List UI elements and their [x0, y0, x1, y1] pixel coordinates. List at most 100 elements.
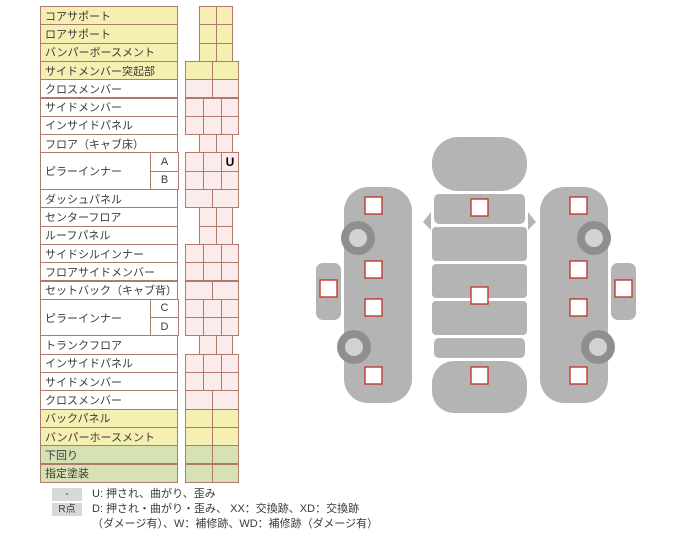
damage-cell[interactable] — [216, 6, 233, 26]
damage-cell[interactable] — [216, 24, 233, 44]
damage-cell[interactable] — [199, 24, 217, 44]
part-label: コアサポート — [40, 6, 178, 26]
damage-cell[interactable] — [199, 225, 217, 245]
damage-cell[interactable] — [185, 408, 213, 428]
damage-cell[interactable] — [221, 262, 239, 282]
part-label: セットバック（キャブ背） — [40, 280, 178, 300]
damage-cell[interactable] — [212, 463, 239, 483]
damage-cell[interactable] — [212, 390, 239, 410]
damage-cell[interactable] — [203, 372, 222, 392]
legend-text-d: D: 押され・曲がり・歪み、 XX：交換跡、XD：交換跡 — [92, 503, 360, 515]
damage-checkbox-left-front[interactable] — [364, 196, 383, 215]
damage-cell[interactable] — [212, 60, 239, 81]
damage-cell[interactable] — [203, 243, 222, 264]
legend-badge-rten: R点 — [52, 503, 82, 516]
damage-cell[interactable] — [203, 353, 222, 373]
damage-checkbox-top-front[interactable] — [470, 198, 489, 217]
damage-cell[interactable] — [203, 170, 222, 190]
damage-checkbox-right-front[interactable] — [569, 196, 588, 215]
damage-cell[interactable] — [221, 97, 239, 117]
damage-cell[interactable] — [216, 134, 233, 154]
damage-cell[interactable]: U — [221, 152, 239, 172]
damage-cell[interactable] — [203, 298, 222, 319]
damage-cell[interactable] — [185, 280, 213, 300]
damage-cell[interactable] — [185, 170, 204, 190]
car-diagram — [316, 137, 636, 413]
damage-cell[interactable] — [212, 426, 239, 447]
damage-checkbox-right-door-rear[interactable] — [569, 298, 588, 317]
damage-cell[interactable] — [199, 42, 217, 62]
table-row: クロスメンバー — [40, 390, 240, 410]
legend-text-u: U: 押され、曲がり、歪み — [92, 488, 216, 500]
damage-cell[interactable] — [216, 335, 233, 355]
damage-cell[interactable] — [199, 6, 217, 26]
damage-cell[interactable] — [221, 353, 239, 373]
damage-cell[interactable] — [216, 207, 233, 227]
damage-cell[interactable] — [185, 115, 204, 136]
table-row: バンパーホースメント — [40, 426, 240, 447]
damage-cell[interactable] — [185, 463, 213, 483]
damage-checkbox-top-rear[interactable] — [470, 366, 489, 385]
damage-cell[interactable] — [185, 79, 213, 99]
damage-checkbox-left-rocker[interactable] — [319, 279, 338, 298]
wheel-icon — [337, 330, 371, 364]
damage-cell[interactable] — [185, 60, 213, 81]
part-label: ピラーインナー — [40, 152, 151, 190]
damage-cell[interactable] — [216, 42, 233, 62]
part-label: センターフロア — [40, 207, 178, 227]
damage-cell[interactable] — [212, 189, 239, 209]
damage-cell[interactable] — [199, 335, 217, 355]
damage-cell[interactable] — [185, 317, 204, 337]
damage-checkbox-left-rear[interactable] — [364, 366, 383, 385]
damage-cell[interactable] — [203, 262, 222, 282]
left-mirror-icon — [423, 212, 431, 230]
damage-cell[interactable] — [203, 152, 222, 172]
damage-cell[interactable] — [221, 170, 239, 190]
damage-cell[interactable] — [185, 445, 213, 465]
damage-cell[interactable] — [185, 262, 204, 282]
damage-checkbox-right-rocker[interactable] — [614, 279, 633, 298]
table-row: 下回り — [40, 445, 240, 465]
parts-table: コアサポートロアサポートバンパーボースメントサイドメンバー突起部クロスメンバーサ… — [40, 6, 240, 484]
damage-cell[interactable] — [221, 115, 239, 136]
damage-cell[interactable] — [185, 189, 213, 209]
damage-cell[interactable] — [203, 317, 222, 337]
damage-cell[interactable] — [199, 134, 217, 154]
table-row: 指定塗装 — [40, 463, 240, 483]
damage-cell[interactable] — [216, 225, 233, 245]
part-label: インサイドパネル — [40, 353, 178, 373]
table-row: ルーフパネル — [40, 225, 240, 245]
sub-label-D: D — [150, 317, 179, 337]
damage-cell[interactable] — [212, 408, 239, 428]
damage-cell[interactable] — [185, 390, 213, 410]
part-label: バンパーボースメント — [40, 42, 178, 62]
damage-cell[interactable] — [221, 243, 239, 264]
damage-cell[interactable] — [185, 353, 204, 373]
damage-cell[interactable] — [212, 79, 239, 99]
legend-row: R点 D: 押され・曲がり・歪み、 XX：交換跡、XD：交換跡 — [52, 502, 512, 516]
damage-checkbox-top-center[interactable] — [470, 286, 489, 305]
damage-cell[interactable] — [185, 372, 204, 392]
damage-cell[interactable] — [212, 445, 239, 465]
damage-cell[interactable] — [185, 152, 204, 172]
legend-row: - U: 押され、曲がり、歪み — [52, 487, 512, 501]
damage-cell[interactable] — [203, 97, 222, 117]
damage-cell[interactable] — [185, 243, 204, 264]
damage-cell[interactable] — [185, 97, 204, 117]
damage-cell[interactable] — [221, 317, 239, 337]
damage-cell[interactable] — [212, 280, 239, 300]
table-row: バックパネル — [40, 408, 240, 428]
damage-checkbox-left-door-rear[interactable] — [364, 298, 383, 317]
damage-cell[interactable] — [221, 298, 239, 319]
part-label: ロアサポート — [40, 24, 178, 44]
damage-cell[interactable] — [203, 115, 222, 136]
damage-cell[interactable] — [185, 298, 204, 319]
damage-cell[interactable] — [221, 372, 239, 392]
damage-cell[interactable] — [199, 207, 217, 227]
damage-cell[interactable] — [185, 426, 213, 447]
damage-checkbox-left-door-front[interactable] — [364, 260, 383, 279]
damage-checkbox-right-door-front[interactable] — [569, 260, 588, 279]
damage-checkbox-right-rear[interactable] — [569, 366, 588, 385]
